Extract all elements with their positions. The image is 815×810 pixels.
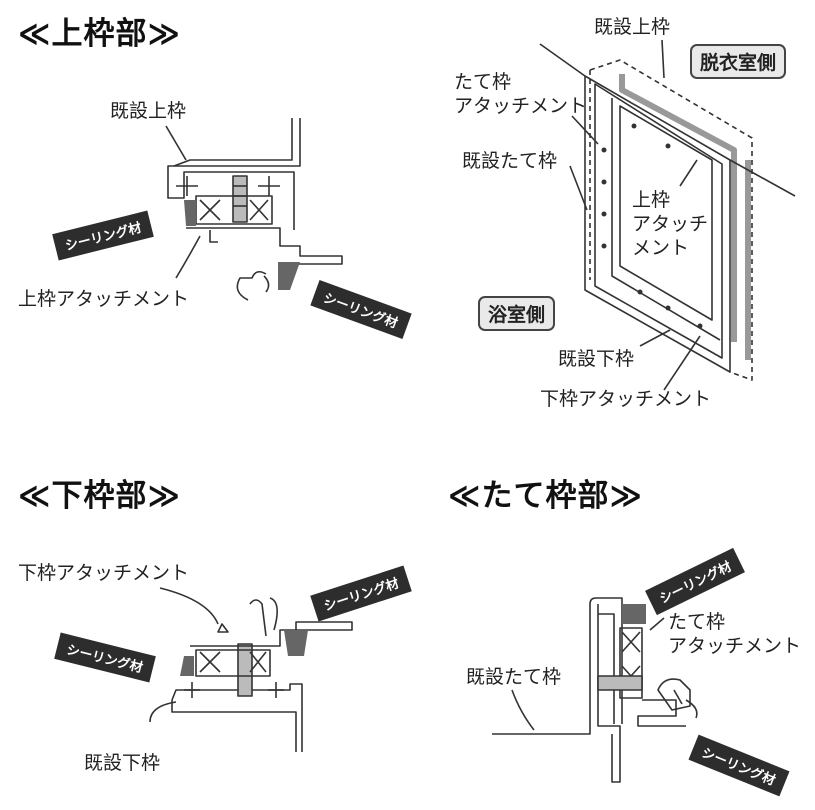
label-existing-top-frame-3d: 既設上枠 — [594, 16, 671, 38]
label-vertical-frame-attachment-3d: たて枠 アタッチメント — [454, 71, 588, 117]
label-vertical-frame-attachment: たて枠 アタッチメント — [668, 611, 802, 657]
label-existing-vertical-frame-3d: 既設たて枠 — [462, 150, 558, 172]
badge-bathroom-side: 浴室側 — [478, 296, 556, 331]
heading-top-frame: ≪上枠部≫ — [18, 16, 181, 52]
label-top-frame-attachment: 上枠アタッチメント — [18, 288, 190, 310]
top-frame-section — [165, 118, 343, 301]
heading-bottom-frame: ≪下枠部≫ — [18, 478, 181, 514]
label-bottom-frame-attachment-3d: 下枠アタッチメント — [540, 388, 712, 410]
bottom-frame-section — [149, 587, 353, 752]
label-existing-bottom-frame: 既設下枠 — [84, 752, 161, 774]
label-existing-top-frame: 既設上枠 — [110, 100, 187, 122]
vertical-frame-section — [492, 597, 698, 783]
label-bottom-frame-attachment: 下枠アタッチメント — [18, 562, 190, 584]
heading-vertical-frame: ≪たて枠部≫ — [448, 478, 643, 514]
label-top-frame-attachment-3d: 上枠 アタッチ メント — [632, 189, 709, 259]
label-existing-vertical-frame: 既設たて枠 — [466, 666, 562, 688]
window-frame-3d — [539, 39, 796, 391]
label-existing-bottom-frame-3d: 既設下枠 — [558, 348, 635, 370]
badge-dressing-room-side: 脱衣室側 — [690, 44, 787, 79]
